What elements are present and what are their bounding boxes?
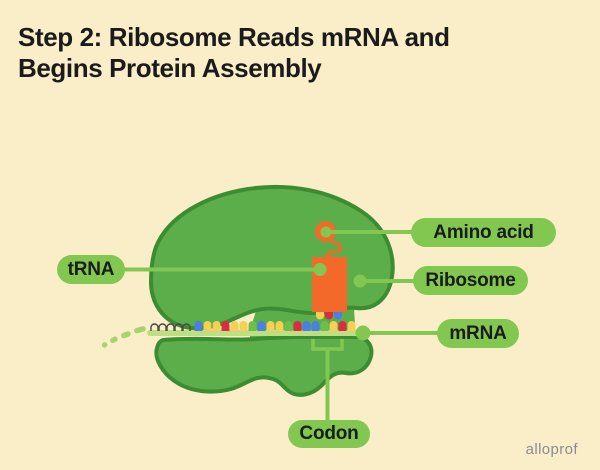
mrna-base-red — [221, 321, 230, 331]
mrna-base-blue — [311, 321, 320, 331]
mrna-base-red — [338, 321, 347, 331]
mrna-base-blue — [194, 321, 203, 331]
mrna-base-yellow — [275, 321, 284, 331]
page-title: Step 2: Ribosome Reads mRNA and Begins P… — [18, 22, 450, 84]
mrna-bases — [194, 321, 356, 331]
mrna-unread-base — [158, 323, 167, 331]
large-ribosomal-subunit — [148, 185, 395, 331]
label-mrna: mRNA — [437, 319, 519, 348]
alloprof-logo: alloprof — [525, 441, 578, 458]
mrna-base-yellow — [203, 321, 212, 331]
trna-leader-dot — [313, 263, 327, 276]
mrna-leader-dot — [355, 325, 371, 341]
amino-acid-leader-dot — [320, 226, 332, 238]
mrna-entry-dashes — [101, 326, 146, 348]
mrna-strand — [147, 330, 363, 336]
mrna-base-yellow — [329, 321, 338, 331]
mrna-unread-base — [182, 323, 191, 331]
mrna-base-green — [284, 321, 293, 331]
mrna-base-blue — [302, 321, 311, 331]
mrna-base-yellow — [239, 321, 248, 331]
small-ribosomal-subunit — [154, 334, 374, 397]
mrna-base-green — [248, 321, 257, 331]
mrna-unread-bases — [150, 323, 191, 331]
label-amino-acid: Amino acid — [411, 218, 556, 247]
mrna-unread-base — [174, 323, 183, 331]
label-ribosome: Ribosome — [413, 266, 528, 295]
mrna-unread-base — [150, 323, 159, 331]
mrna-base-yellow — [212, 321, 221, 331]
mrna-base-green — [320, 321, 329, 331]
amino-acid-linker — [325, 239, 343, 260]
title-line-2: Begins Protein Assembly — [18, 53, 322, 84]
ribosome-leader-dot — [353, 274, 367, 288]
mrna-base-yellow — [266, 321, 275, 331]
mrna-base-red — [293, 321, 302, 331]
label-codon: Codon — [288, 420, 370, 448]
mrna-unread-base — [166, 323, 175, 331]
label-trna: tRNA — [57, 255, 125, 284]
title-line-1: Step 2: Ribosome Reads mRNA and — [18, 22, 450, 52]
mrna-base-yellow — [347, 321, 356, 331]
mrna-base-yellow — [230, 321, 239, 331]
mrna-base-blue — [257, 321, 266, 331]
